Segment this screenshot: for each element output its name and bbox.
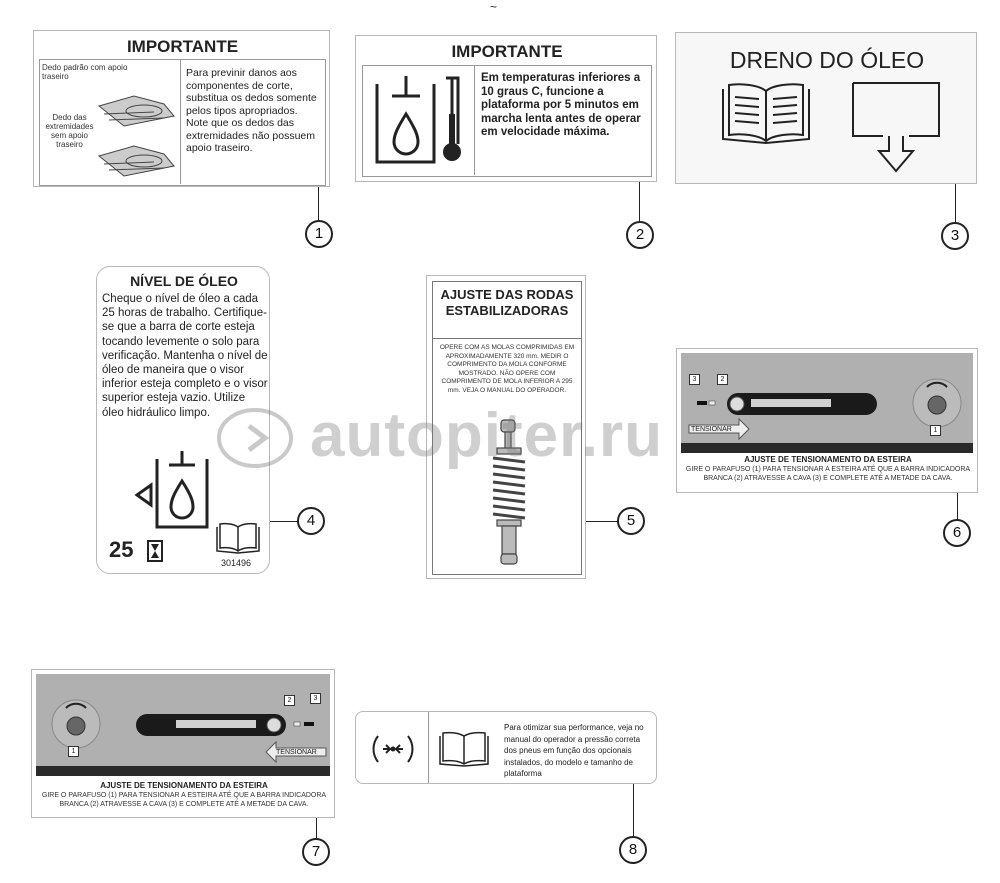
decal-6-marker-2: 2 xyxy=(717,374,728,385)
decal-5-divider xyxy=(432,338,582,339)
decal-6-marker-1: 1 xyxy=(930,425,941,436)
decal-7-body: GIRE O PARAFUSO (1) PARA TENSIONAR A EST… xyxy=(41,792,327,808)
decal-5-title: AJUSTE DAS RODAS ESTABILIZADORAS xyxy=(440,287,574,318)
leader-7 xyxy=(316,818,317,839)
callout-5: 5 xyxy=(617,507,645,535)
decal-6-track-tension: 3 2 1 TENSIONAR AJUSTE DE TENSIONAMENTO … xyxy=(676,348,978,493)
oil-level-icon xyxy=(134,451,209,529)
decal-1-body: Para previnir danos aos componentes de c… xyxy=(186,67,317,154)
decal-6-tensioner-illustration xyxy=(688,378,962,441)
decal-8-tire-pressure: Para otimizar sua performance, veja no m… xyxy=(355,711,657,784)
decal-7-tension-label: TENSIONAR xyxy=(276,749,317,756)
manual-book-icon xyxy=(722,83,810,145)
callout-8: 8 xyxy=(619,836,647,864)
watermark: autopiter.ru xyxy=(215,400,815,480)
decal-1-divider xyxy=(180,59,181,184)
callout-6: 6 xyxy=(943,519,971,547)
callout-4: 4 xyxy=(297,507,325,535)
tire-pressure-icon xyxy=(372,735,414,763)
decal-1-importante-fingers: IMPORTANTE Dedo padrão com apoio traseir… xyxy=(33,30,330,187)
leader-6 xyxy=(957,493,958,520)
callout-7: 7 xyxy=(302,838,330,866)
leader-4 xyxy=(270,521,298,522)
decal-4-oil-level: NÍVEL DE ÓLEO Cheque o nível de óleo a c… xyxy=(96,266,270,574)
decal-4-title: NÍVEL DE ÓLEO xyxy=(130,273,238,289)
decal-2-title: IMPORTANTE xyxy=(451,42,563,61)
reservoir-thermometer-icon xyxy=(375,76,461,164)
leader-2 xyxy=(639,182,640,222)
decal-7-marker-3: 3 xyxy=(310,693,321,704)
shock-spring-illustration xyxy=(492,419,526,565)
callout-1: 1 xyxy=(305,220,333,248)
callout-3: 3 xyxy=(941,222,969,250)
decal-4-manual-icon xyxy=(216,522,260,554)
decal-1-label-end: Dedo das extremidades sem apoio traseiro xyxy=(45,113,94,149)
decal-5-frame xyxy=(432,281,582,575)
decal-2-body: Em temperaturas inferiores a 10 graus C,… xyxy=(481,72,641,138)
leader-3 xyxy=(955,184,956,223)
decal-3-title: DRENO DO ÓLEO xyxy=(729,47,925,73)
callout-2: 2 xyxy=(626,221,654,249)
decal-8-body: Para otimizar sua performance, veja no m… xyxy=(504,723,644,778)
decal-7-dark-band xyxy=(36,766,330,776)
watermark-text: autopiter.ru xyxy=(310,401,664,470)
decal-7-track-tension: 2 3 1 TENSIONAR AJUSTE DE TENSIONAMENTO … xyxy=(31,669,335,818)
leader-8 xyxy=(633,784,634,837)
decal-6-title: AJUSTE DE TENSIONAMENTO DA ESTEIRA xyxy=(744,455,912,464)
decal-5-stabilizer-wheels: AJUSTE DAS RODAS ESTABILIZADORAS OPERE C… xyxy=(426,275,586,579)
leader-1 xyxy=(318,187,319,221)
decal-4-hours: 25 xyxy=(109,537,134,562)
decal-5-body: OPERE COM AS MOLAS COMPRIMIDAS EM APROXI… xyxy=(439,344,575,394)
decal-8-divider xyxy=(428,712,429,783)
decal-8-manual-icon xyxy=(439,731,489,767)
decal-4-part-number: 301496 xyxy=(221,558,252,568)
decal-6-tension-label: TENSIONAR xyxy=(691,426,732,433)
top-mark: ~ xyxy=(490,0,498,14)
decal-4-body: Cheque o nível de óleo a cada 25 horas d… xyxy=(102,293,268,419)
drain-arrow-icon xyxy=(852,82,940,173)
decal-3-oil-drain: DRENO DO ÓLEO xyxy=(675,32,977,184)
decal-7-tensioner-illustration xyxy=(51,699,327,764)
decal-7-title: AJUSTE DE TENSIONAMENTO DA ESTEIRA xyxy=(100,781,268,790)
decal-6-dark-band xyxy=(681,443,973,453)
decal-1-label-standard: Dedo padrão com apoio traseiro xyxy=(42,63,128,81)
decal-1-title: IMPORTANTE xyxy=(126,37,239,56)
finger-guard-illustration xyxy=(97,95,175,177)
hourglass-icon xyxy=(147,540,163,562)
decal-7-marker-1: 1 xyxy=(68,746,79,757)
decal-2-divider xyxy=(474,65,475,175)
leader-5 xyxy=(586,521,618,522)
decal-2-panel xyxy=(362,65,652,177)
watermark-logo-icon xyxy=(217,408,293,468)
decal-2-importante-temperature: IMPORTANTE Em temperaturas inferiores a … xyxy=(355,35,657,182)
decal-1-panel xyxy=(39,59,326,186)
decal-6-body: GIRE O PARAFUSO (1) PARA TENSIONAR A EST… xyxy=(685,466,971,482)
decal-6-marker-3: 3 xyxy=(689,374,700,385)
decal-7-marker-2: 2 xyxy=(284,695,295,706)
